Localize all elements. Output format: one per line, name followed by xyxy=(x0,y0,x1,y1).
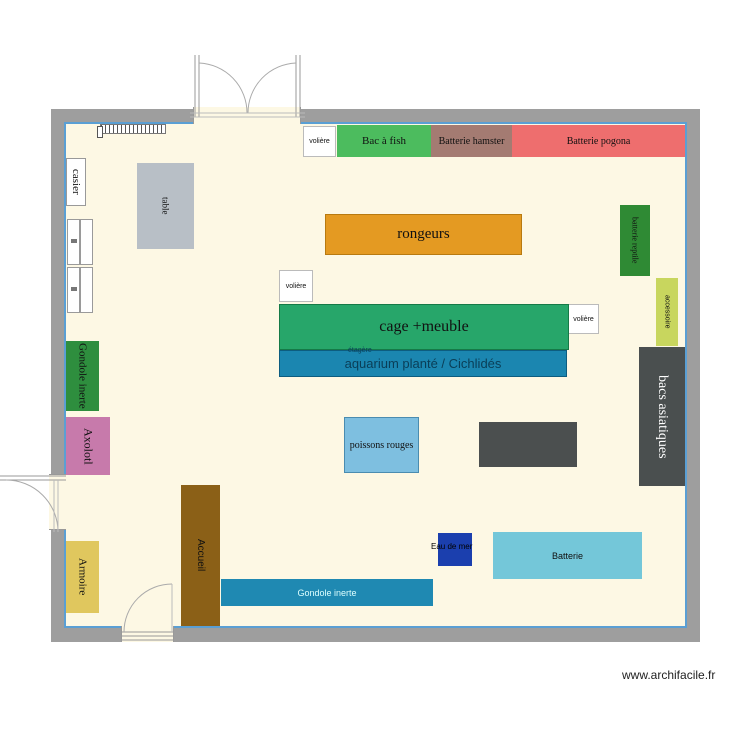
sink-unit-1 xyxy=(67,219,93,265)
batterie-hamster: Batterie hamster xyxy=(431,125,512,157)
armoire: Armoire xyxy=(66,541,99,613)
tap-icon xyxy=(71,287,77,291)
sink-basin-icon xyxy=(80,267,93,313)
voliere-mid: volière xyxy=(279,270,313,302)
accessoire: accessoire xyxy=(656,278,678,346)
axolotl: Axolotl xyxy=(66,417,110,475)
bottom-door-icon xyxy=(116,576,178,644)
etagere-label: étagère xyxy=(348,347,372,354)
bacs-asiatiques: bacs asiatiques xyxy=(639,347,685,486)
eau-de-mer-label: Eau de mer xyxy=(431,542,473,551)
voliere-top: volière xyxy=(303,126,336,157)
cage-meuble: cage +meuble xyxy=(279,304,569,350)
gondole-inerte-bottom: Gondole inerte xyxy=(221,579,433,606)
sink-unit-2 xyxy=(67,267,93,313)
batterie-reptile: batterie reptile xyxy=(620,205,650,276)
sink-basin-icon xyxy=(80,219,93,265)
rongeurs: rongeurs xyxy=(325,214,522,255)
bac-a-fish: Bac à fish xyxy=(337,125,431,157)
radiator-end-icon xyxy=(97,126,103,138)
accueil: Accueil xyxy=(181,485,220,626)
poissons-rouges: poissons rouges xyxy=(344,417,419,473)
aquarium-plante: aquarium planté / Cichlidés xyxy=(279,350,567,377)
dark-unit xyxy=(479,422,577,467)
tap-icon xyxy=(71,239,77,243)
batterie-pogona: Batterie pogona xyxy=(512,125,685,157)
radiator-icon xyxy=(100,124,166,134)
voliere-right: volière xyxy=(568,304,599,334)
left-door-icon xyxy=(0,470,66,534)
gondole-inerte-left: Gondole inerte xyxy=(66,341,99,411)
casier: casier xyxy=(66,158,86,206)
batterie: Batterie xyxy=(493,532,642,579)
aquarium-plante-label: aquarium planté / Cichlidés xyxy=(344,356,502,371)
table: table xyxy=(137,163,194,249)
watermark: www.archifacile.fr xyxy=(622,668,716,682)
bottom-door-opening xyxy=(121,626,174,642)
eau-de-mer-block xyxy=(438,533,472,566)
top-double-door-icon xyxy=(190,55,305,123)
